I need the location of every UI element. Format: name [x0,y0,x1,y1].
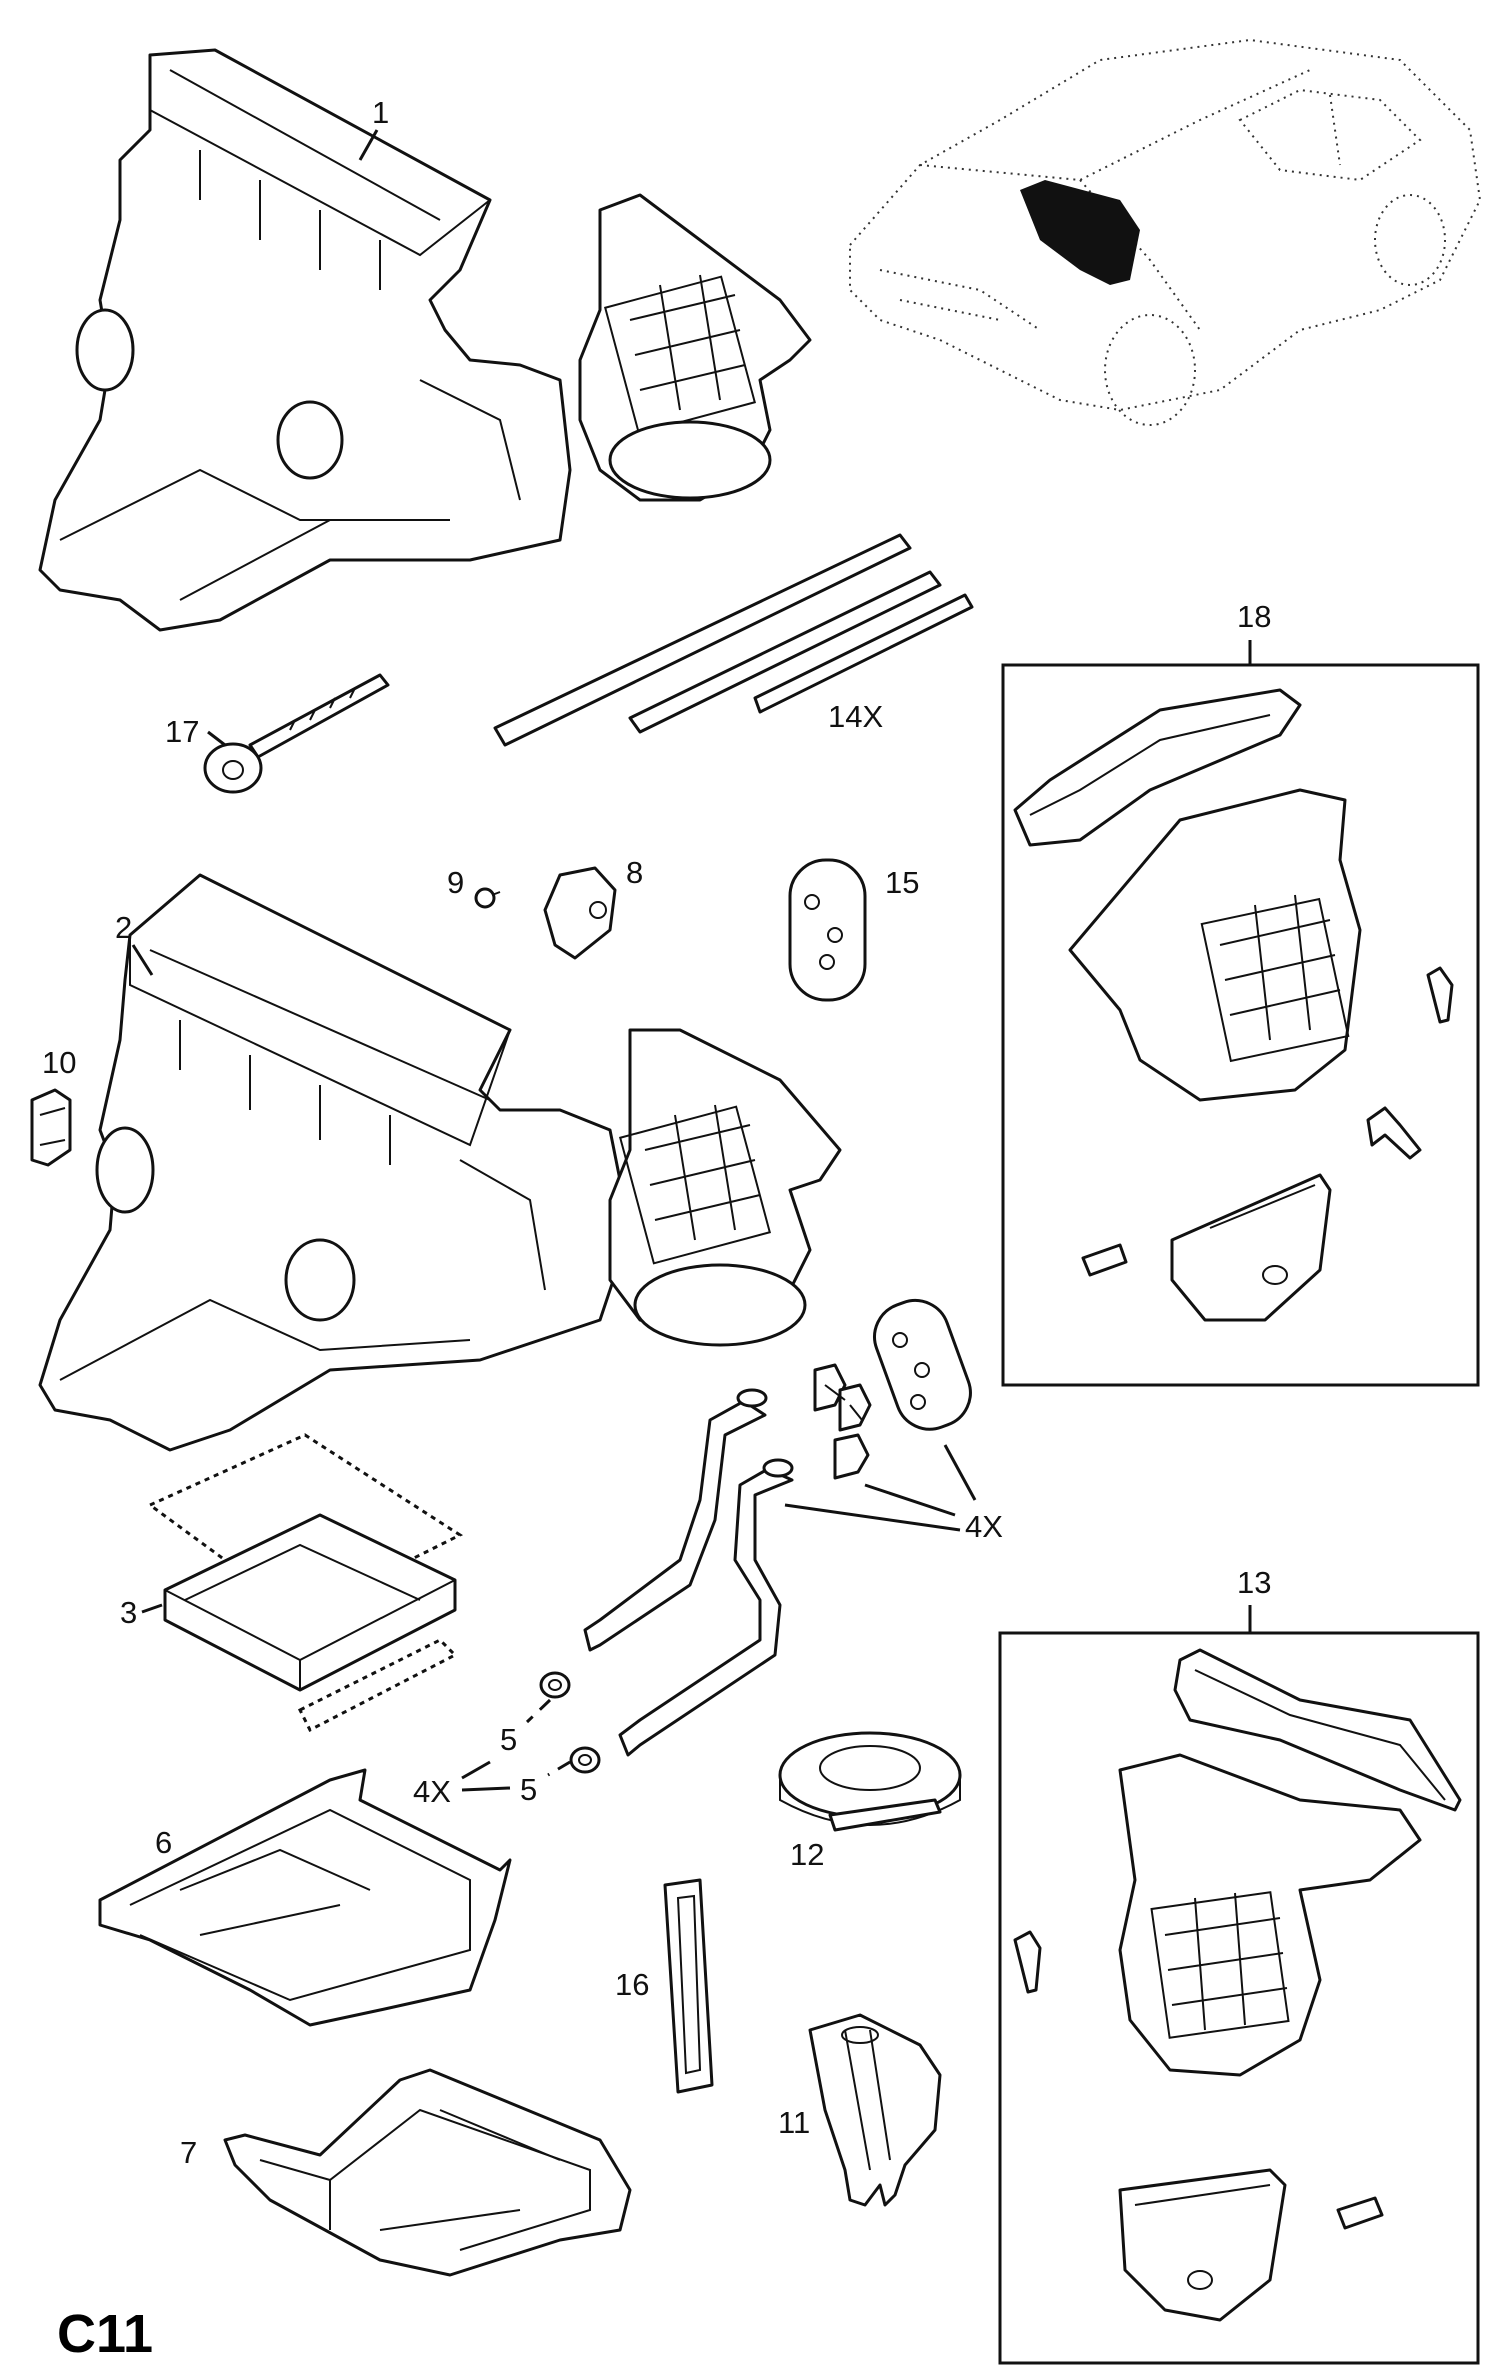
diagram-code: C11 [57,2304,153,2364]
callout-2: 2 [115,910,132,945]
callout-11: 11 [778,2105,810,2140]
callout-16: 16 [615,1967,649,2002]
heater-housing-assembly-1 [38,48,812,632]
filter-and-gaskets-3 [147,1433,464,1733]
callout-5-upper: 5 [500,1722,517,1757]
callout-7: 7 [180,2135,197,2170]
heater-pipes [583,1388,794,1757]
car-location-illustration [849,38,1482,426]
callout-18: 18 [1237,599,1271,634]
heater-housing-assembly-2 [38,873,842,1452]
callout-10: 10 [42,1045,76,1080]
callout-14x: 14X [828,699,883,734]
clamps-4x [813,1363,872,1480]
foam-tape-roll-12 [778,1731,962,1832]
lower-housing-7 [223,2068,632,2277]
callout-4x-lower: 4X [413,1774,451,1809]
o-rings-5 [525,1671,601,1777]
sealing-strips-14x [493,533,974,747]
rubber-mount-4x [873,1299,972,1431]
callout-5-lower: 5 [520,1772,537,1807]
actuator-8 [543,866,617,960]
heater-unit-highlight [1020,180,1140,285]
rubber-mount-15 [788,858,867,1002]
callout-1: 1 [372,95,389,130]
lower-housing-6 [98,1768,512,2027]
detail-box-13 [998,1605,1480,2365]
screw-9 [474,887,501,909]
callout-8: 8 [626,855,643,890]
callout-3: 3 [120,1595,137,1630]
air-duct-11 [808,2013,942,2207]
callout-13: 13 [1237,1565,1271,1600]
seal-frame-16 [663,1878,714,2094]
callout-12: 12 [790,1837,824,1872]
callout-4x-upper: 4X [965,1509,1003,1544]
callout-6: 6 [155,1825,172,1860]
callout-17: 17 [165,714,199,749]
callout-15: 15 [885,865,919,900]
callout-9: 9 [447,865,464,900]
clip-10 [30,1088,72,1167]
detail-box-18 [1001,640,1480,1387]
screw-17 [203,673,390,794]
